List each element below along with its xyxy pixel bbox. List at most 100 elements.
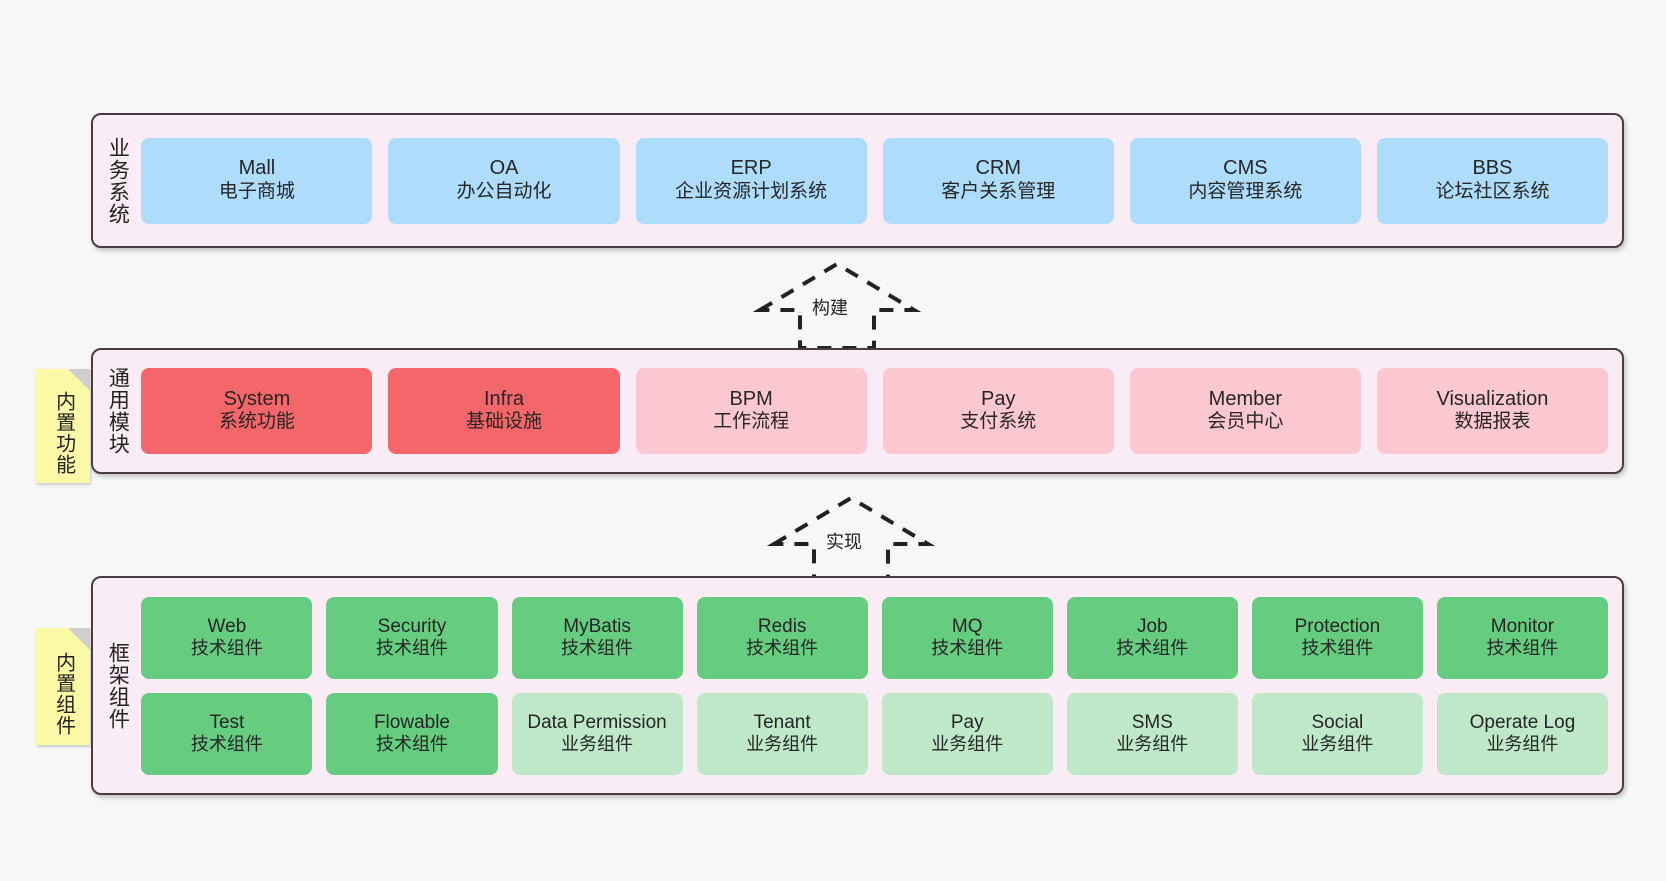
arrow-implement-label: 实现 [826,532,862,552]
card-title: Infra [484,387,525,410]
card-group-framework-components: Web 技术组件 Security 技术组件 MyBatis 技术组件 Redi… [135,578,1622,793]
card-subtitle: 业务组件 [1116,733,1189,754]
card-crm[interactable]: CRM 客户关系管理 [882,137,1114,224]
card-social[interactable]: Social 业务组件 [1251,692,1423,775]
card-subtitle: 技术组件 [561,637,634,658]
card-test[interactable]: Test 技术组件 [141,692,313,775]
card-title: MQ [951,615,983,637]
card-bbs[interactable]: BBS 论坛社区系统 [1376,137,1609,224]
card-title: Operate Log [1469,711,1576,733]
arrow-build-icon [752,261,922,350]
card-security[interactable]: Security 技术组件 [326,596,498,679]
card-subtitle: 技术组件 [375,733,448,754]
sticky-note-label: 内置组件 [52,651,75,736]
card-subtitle: 技术组件 [190,733,263,754]
card-sms[interactable]: SMS 业务组件 [1066,692,1238,775]
card-subtitle: 支付系统 [960,411,1037,433]
card-bpm[interactable]: BPM 工作流程 [635,368,867,454]
arrow-build-label: 构建 [812,298,848,318]
framework-row-business: Test 技术组件 Flowable 技术组件 Data Permission … [141,692,1608,775]
card-title: Protection [1294,615,1381,637]
card-title: SMS [1131,711,1173,733]
card-title: CRM [975,157,1022,180]
card-title: System [223,387,291,410]
card-subtitle: 办公自动化 [456,180,552,202]
card-subtitle: 内容管理系统 [1188,180,1303,202]
card-mybatis[interactable]: MyBatis 技术组件 [511,596,683,679]
card-group-business-systems: Mall 电子商城 OA 办公自动化 ERP 企业资源计划系统 CRM 客户关系… [135,115,1622,246]
card-title: Job [1136,615,1168,637]
card-subtitle: 数据报表 [1454,411,1531,433]
card-title: Member [1208,387,1283,410]
card-job[interactable]: Job 技术组件 [1066,596,1238,679]
card-subtitle: 业务组件 [1486,733,1559,754]
layer-panel-business-systems: 业务系统 Mall 电子商城 OA 办公自动化 ERP 企业资源计划系统 CRM… [91,113,1624,248]
card-pay-module[interactable]: Pay 支付系统 [882,368,1114,454]
sticky-note-builtin-component: 内置组件 [36,628,90,745]
card-subtitle: 技术组件 [746,637,819,658]
card-title: Security [377,615,447,637]
card-subtitle: 客户关系管理 [941,180,1056,202]
card-infra[interactable]: Infra 基础设施 [388,368,620,454]
card-data-permission[interactable]: Data Permission 业务组件 [511,692,683,775]
card-title: Flowable [373,711,450,733]
card-member[interactable]: Member 会员中心 [1129,368,1361,454]
card-title: Mall [238,157,276,180]
card-title: Pay [981,387,1016,410]
card-subtitle: 工作流程 [713,411,790,433]
card-subtitle: 论坛社区系统 [1435,180,1550,202]
card-title: Web [207,615,247,637]
sticky-note-builtin-function: 内置功能 [36,369,90,483]
page-fold-icon [68,369,90,391]
card-title: Tenant [753,711,811,733]
card-subtitle: 系统功能 [218,411,295,433]
card-redis[interactable]: Redis 技术组件 [696,596,868,679]
card-title: Monitor [1490,615,1555,637]
layer-label-business-systems: 业务系统 [106,136,130,225]
card-title: Redis [757,615,807,637]
card-subtitle: 技术组件 [931,637,1004,658]
card-subtitle: 技术组件 [1116,637,1189,658]
card-mall[interactable]: Mall 电子商城 [141,137,373,224]
card-title: Pay [950,711,984,733]
card-title: BPM [729,387,773,410]
card-web[interactable]: Web 技术组件 [141,596,313,679]
card-subtitle: 业务组件 [1301,733,1374,754]
card-group-common-modules: System 系统功能 Infra 基础设施 BPM 工作流程 Pay 支付系统… [135,350,1622,472]
card-flowable[interactable]: Flowable 技术组件 [326,692,498,775]
page-fold-icon [68,628,90,650]
card-mq[interactable]: MQ 技术组件 [881,596,1053,679]
card-system[interactable]: System 系统功能 [141,368,373,454]
card-title: CMS [1223,157,1268,180]
layer-panel-framework-components: 框架组件 Web 技术组件 Security 技术组件 MyBatis 技术组件… [91,576,1624,795]
card-title: Visualization [1436,387,1549,410]
layer-label-common-modules: 通用模块 [106,367,130,455]
card-oa[interactable]: OA 办公自动化 [388,137,620,224]
layer-label-framework-components: 框架组件 [106,641,130,730]
card-pay-component[interactable]: Pay 业务组件 [881,692,1053,775]
card-protection[interactable]: Protection 技术组件 [1251,596,1423,679]
card-monitor[interactable]: Monitor 技术组件 [1436,596,1608,679]
framework-row-technical: Web 技术组件 Security 技术组件 MyBatis 技术组件 Redi… [141,596,1608,679]
card-subtitle: 会员中心 [1207,411,1284,433]
card-subtitle: 电子商城 [218,180,295,202]
card-subtitle: 业务组件 [746,733,819,754]
card-subtitle: 技术组件 [375,637,448,658]
card-operate-log[interactable]: Operate Log 业务组件 [1436,692,1608,775]
card-title: ERP [730,157,772,180]
card-title: Social [1311,711,1364,733]
card-title: Data Permission [527,711,667,733]
card-subtitle: 技术组件 [1301,637,1374,658]
card-cms[interactable]: CMS 内容管理系统 [1129,137,1361,224]
card-title: MyBatis [563,615,631,637]
arrow-implement: 实现 [766,492,936,584]
card-subtitle: 企业资源计划系统 [675,180,828,202]
arrow-implement-icon [766,495,936,584]
card-erp[interactable]: ERP 企业资源计划系统 [635,137,867,224]
card-subtitle: 业务组件 [561,733,634,754]
sticky-note-label: 内置功能 [52,391,75,475]
card-subtitle: 业务组件 [931,733,1004,754]
card-visualization[interactable]: Visualization 数据报表 [1376,368,1609,454]
arrow-build: 构建 [752,258,922,350]
card-tenant[interactable]: Tenant 业务组件 [696,692,868,775]
